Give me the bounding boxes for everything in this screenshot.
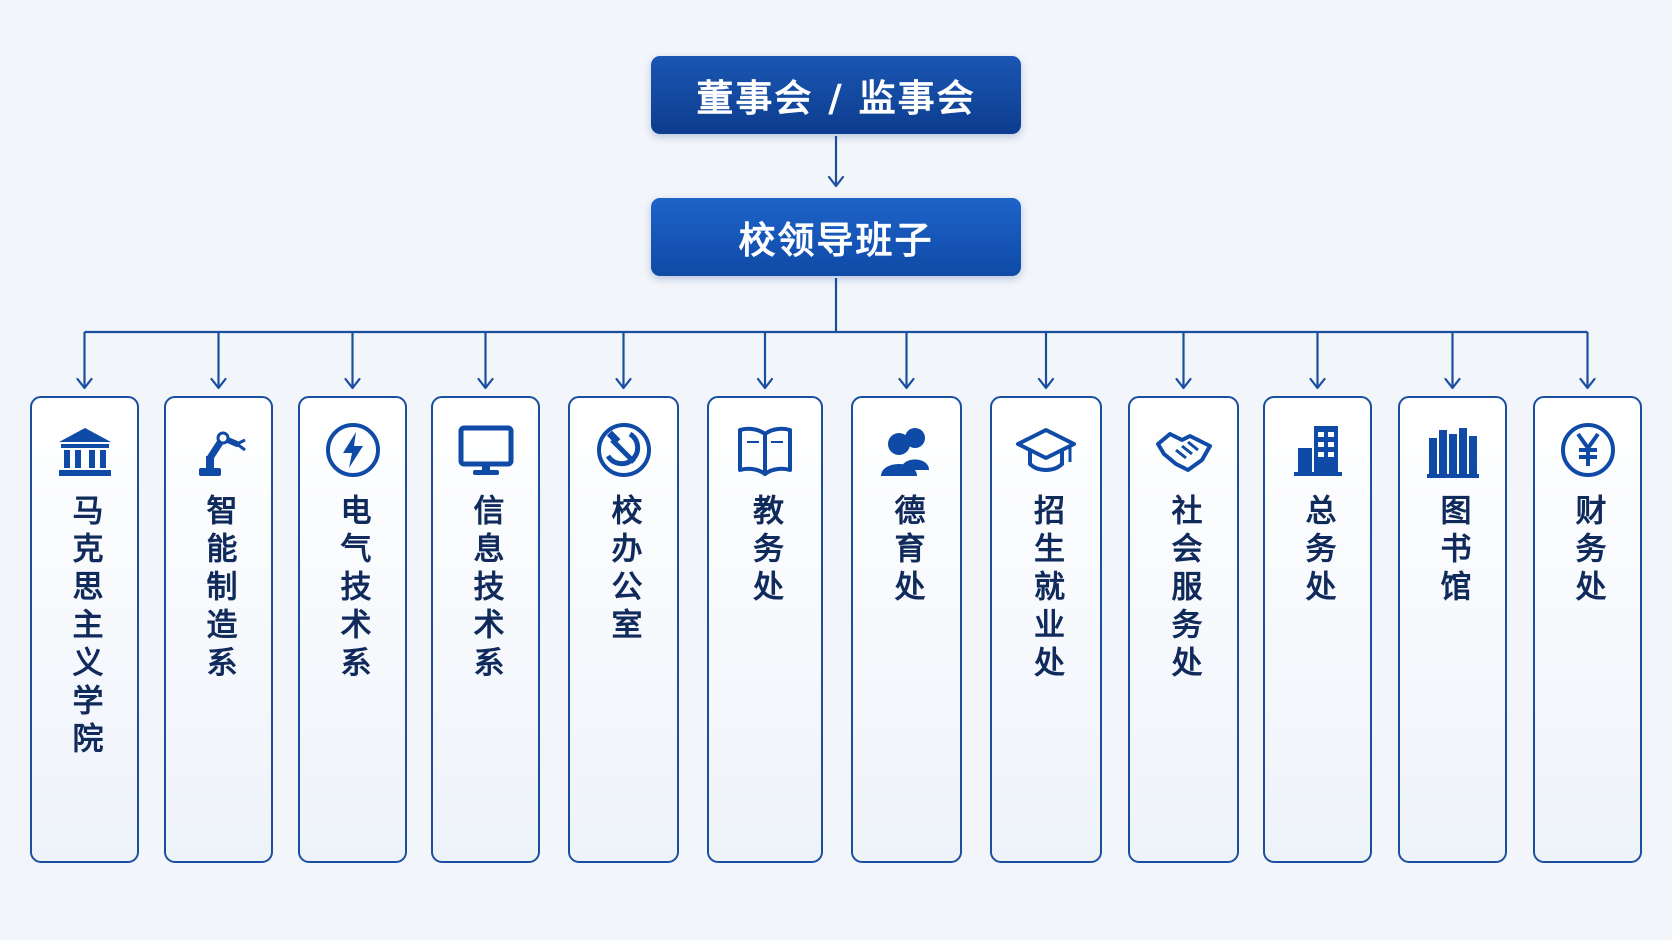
board-label: 董事会 / 监事会 — [696, 77, 976, 120]
department-node: 招生就业处 — [990, 396, 1102, 863]
handshake-icon — [1154, 420, 1214, 480]
yen-coin-icon — [1558, 420, 1618, 480]
department-node: 图书馆 — [1398, 396, 1507, 863]
department-node: 马克思主义学院 — [30, 396, 139, 863]
department-node: 财务处 — [1533, 396, 1642, 863]
department-label: 招生就业处 — [1028, 494, 1064, 684]
department-branch-arrow — [344, 377, 361, 390]
department-branch-arrow — [210, 377, 227, 390]
department-label: 校办公室 — [605, 494, 642, 646]
board-of-directors-node: 董事会 / 监事会 — [651, 56, 1021, 134]
department-branch-arrow — [615, 377, 632, 390]
robot-arm-icon — [189, 420, 249, 480]
office-building-icon — [1288, 420, 1348, 480]
department-branch-arrow — [756, 377, 774, 390]
hammer-sickle-icon — [594, 420, 654, 480]
board-to-leadership-arrow — [827, 175, 845, 188]
department-node: 社会服务处 — [1128, 396, 1239, 863]
department-node: 校办公室 — [568, 396, 679, 863]
institution-building-icon — [55, 420, 115, 480]
department-branch-arrow — [1037, 377, 1055, 390]
department-label: 总务处 — [1299, 494, 1336, 608]
department-label: 教务处 — [747, 494, 783, 608]
department-branch-arrow — [1175, 377, 1192, 390]
department-node: 电气技术系 — [298, 396, 407, 863]
department-label: 图书馆 — [1434, 494, 1471, 608]
department-label: 财务处 — [1569, 494, 1606, 608]
books-icon — [1423, 420, 1483, 480]
department-label: 智能制造系 — [200, 494, 237, 684]
department-label: 信息技术系 — [467, 494, 504, 684]
department-label: 社会服务处 — [1165, 494, 1202, 684]
people-icon — [877, 420, 937, 480]
open-book-icon — [735, 420, 795, 480]
department-node: 信息技术系 — [431, 396, 540, 863]
department-branch-arrow — [898, 377, 915, 390]
department-node: 教务处 — [707, 396, 823, 863]
computer-monitor-icon — [456, 420, 516, 480]
leadership-label: 校领导班子 — [738, 219, 934, 262]
school-leadership-node: 校领导班子 — [651, 198, 1021, 276]
department-branch-arrow — [477, 377, 494, 390]
department-label: 马克思主义学院 — [66, 494, 103, 760]
department-branch-arrow — [1444, 377, 1461, 390]
department-branch-arrow — [1309, 377, 1326, 390]
department-label: 德育处 — [888, 494, 925, 608]
department-label: 电气技术系 — [334, 494, 371, 684]
department-branch-arrow — [1579, 377, 1596, 390]
department-node: 德育处 — [851, 396, 962, 863]
department-node: 智能制造系 — [164, 396, 273, 863]
department-node: 总务处 — [1263, 396, 1372, 863]
graduation-cap-icon — [1016, 420, 1076, 480]
department-branch-arrow — [76, 377, 93, 390]
lightning-bolt-icon — [323, 420, 383, 480]
